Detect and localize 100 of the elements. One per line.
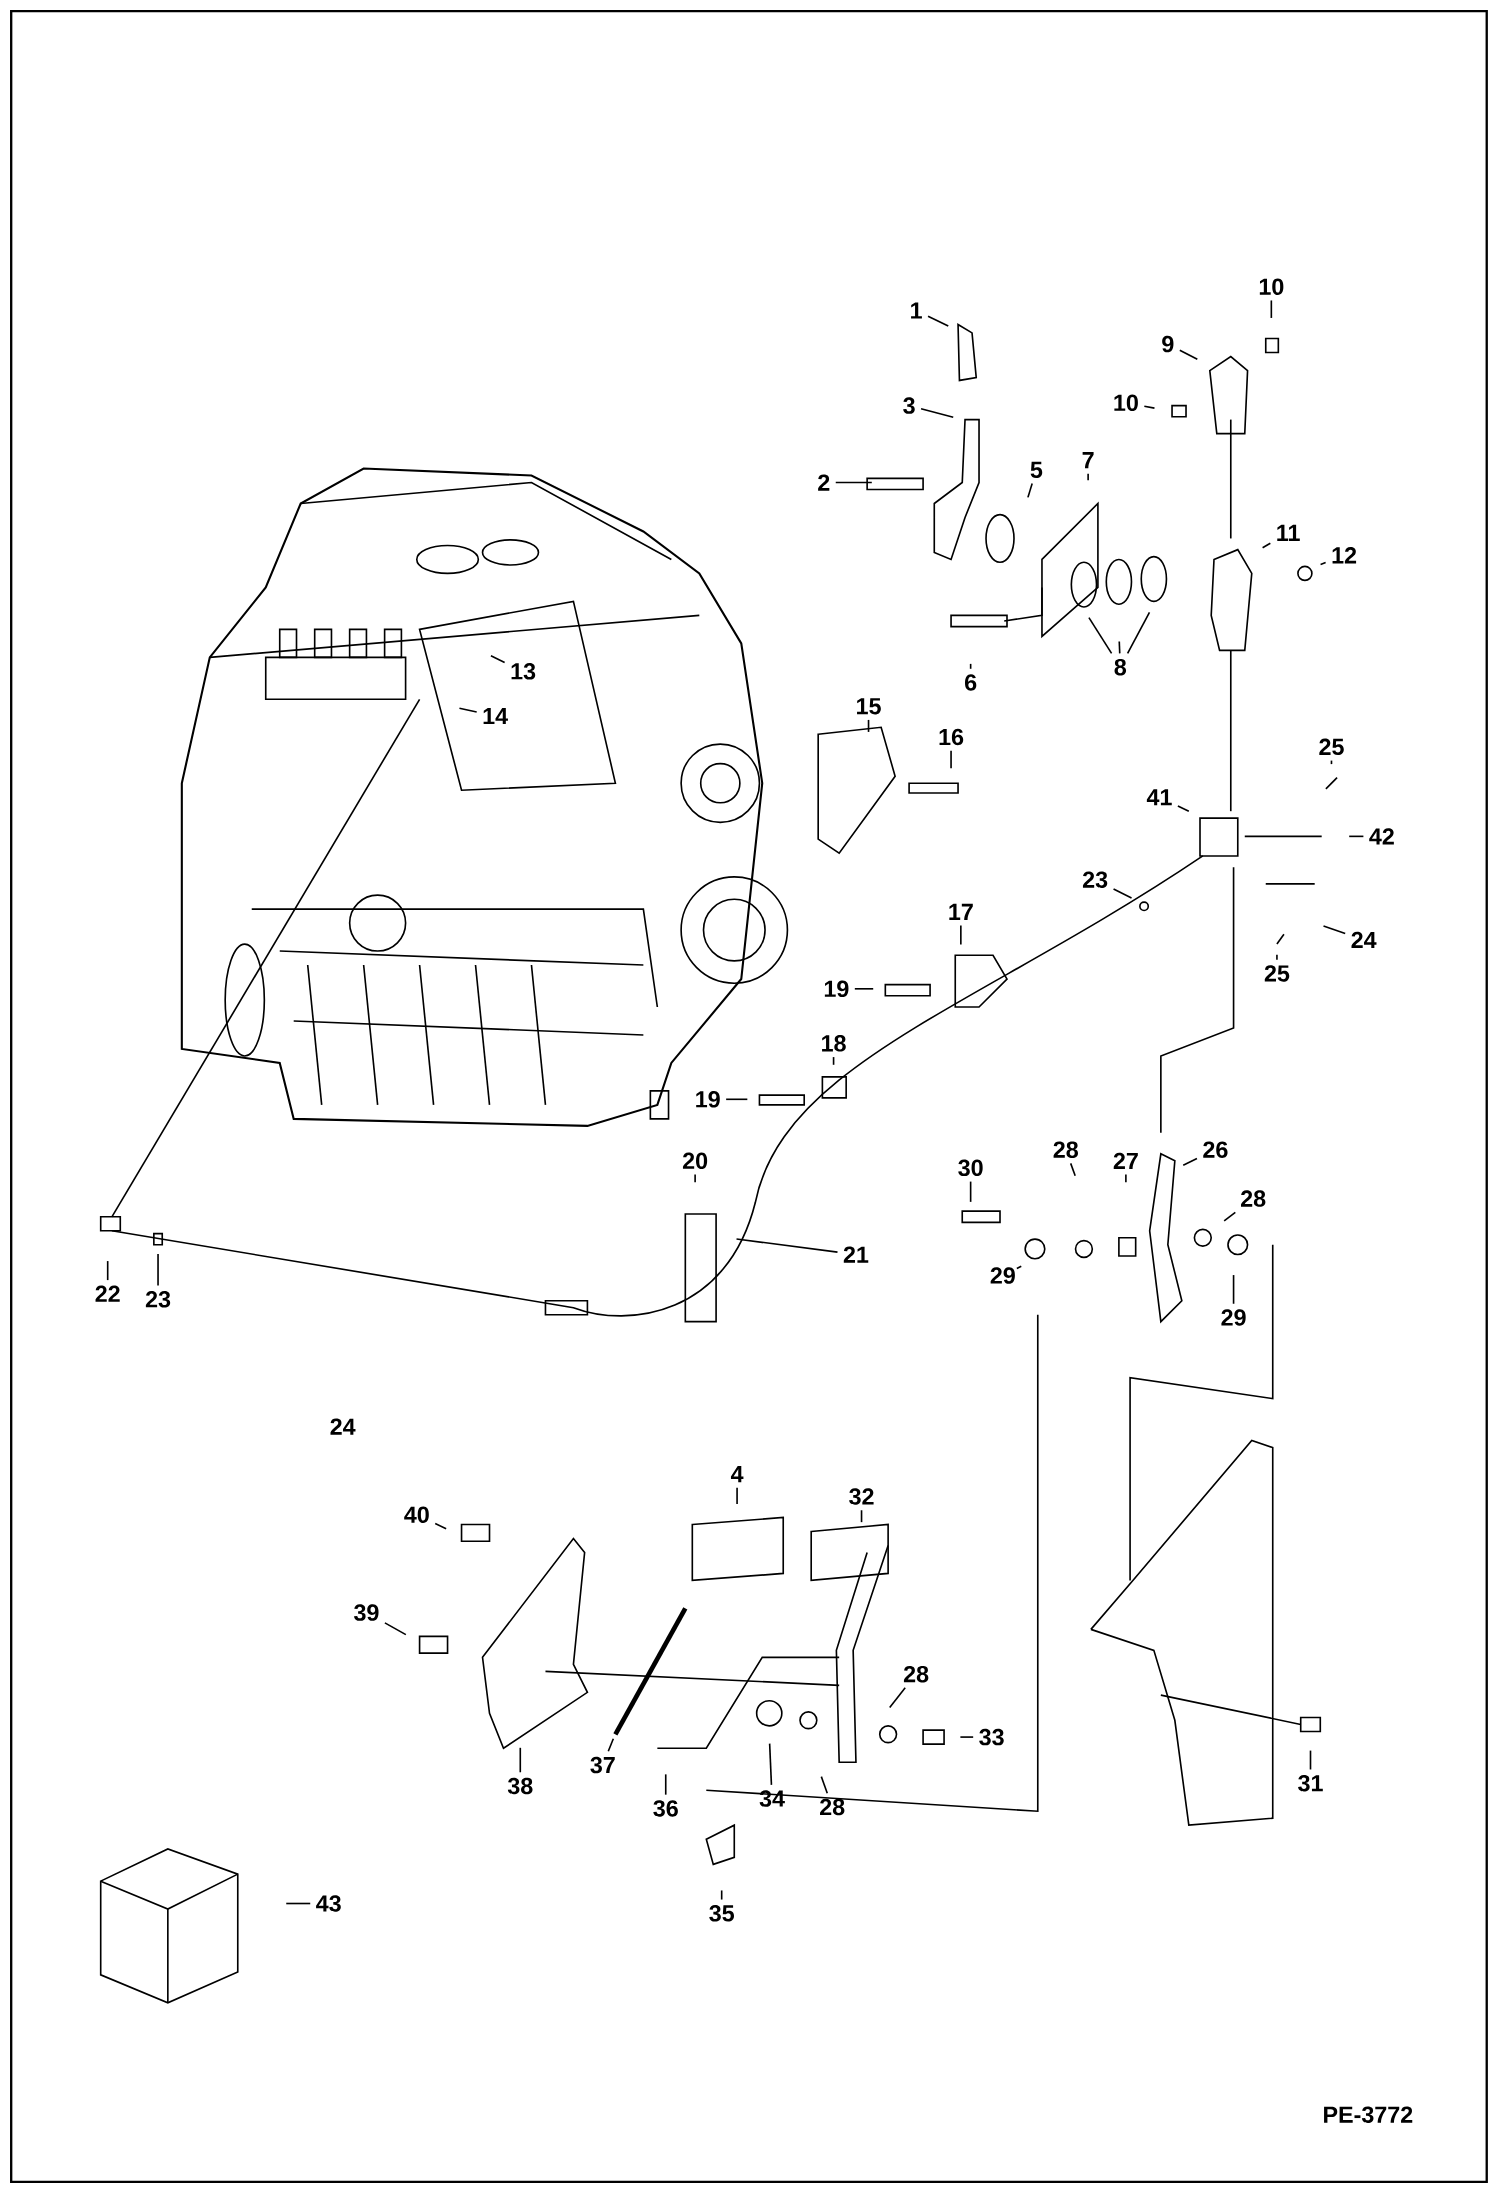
leader-line: [607, 1737, 615, 1753]
leader-line: [736, 1486, 738, 1505]
leader-line: [1118, 640, 1121, 655]
callout-number: 26: [1203, 1141, 1228, 1158]
callout-number: 12: [1332, 547, 1357, 564]
callout-number: 10: [1259, 278, 1284, 295]
callout-number: 28: [904, 1665, 929, 1683]
callout-number: 25: [1264, 965, 1290, 982]
callout-number: 23: [145, 1291, 171, 1308]
leader-line: [664, 1773, 667, 1796]
leader-line: [832, 1056, 835, 1066]
leader-line: [969, 663, 972, 670]
callout-number: 13: [511, 663, 536, 680]
leader-line: [1143, 405, 1156, 409]
leader-line: [725, 1098, 749, 1101]
callout-number: 19: [824, 980, 849, 998]
leader-line: [854, 988, 875, 990]
callout-number: 5: [1030, 461, 1043, 479]
callout-number: 28: [1053, 1141, 1079, 1158]
leader-line: [1261, 542, 1272, 549]
drawing-number: PE-3772: [1324, 2106, 1413, 2123]
callout-number: 39: [354, 1604, 379, 1621]
leader-line: [1319, 561, 1327, 566]
leader-line: [694, 1173, 696, 1184]
leader-line: [1232, 1274, 1235, 1305]
callout-number: 28: [820, 1798, 845, 1816]
callout-number: 35: [709, 1905, 735, 1922]
callout-number: 14: [483, 708, 508, 725]
leader-line: [1016, 1265, 1023, 1270]
callout-number: 29: [1221, 1309, 1246, 1326]
callout-number: 23: [1083, 871, 1108, 888]
leader-line: [106, 1260, 109, 1281]
leader-line: [888, 1687, 907, 1709]
leader-line: [1177, 805, 1190, 813]
callout-number: 40: [404, 1506, 429, 1523]
callout-number: 34: [759, 1790, 785, 1807]
callout-number: 29: [990, 1267, 1015, 1284]
callout-number: 37: [590, 1756, 615, 1774]
callout-number: 38: [507, 1777, 533, 1795]
callout-number: 36: [653, 1800, 678, 1817]
leader-line: [384, 1622, 407, 1636]
callout-number: 25: [1319, 738, 1344, 756]
leader-line: [860, 1509, 863, 1523]
callout-number: 3: [903, 397, 915, 414]
callout-number: 16: [939, 728, 964, 746]
callout-number: 15: [857, 698, 881, 715]
leader-line: [1309, 1749, 1312, 1771]
callout-number: 30: [958, 1159, 983, 1177]
leader-line: [768, 1742, 773, 1786]
leader-line: [1069, 1162, 1077, 1177]
callout-number: 10: [1114, 394, 1138, 412]
callout-number: 41: [1146, 789, 1172, 806]
leader-line: [927, 315, 950, 327]
callout-number: 28: [1241, 1190, 1266, 1207]
leader-line: [1330, 759, 1333, 765]
leader-line: [1179, 349, 1199, 361]
leader-line: [458, 707, 478, 713]
callout-number: 24: [1351, 931, 1377, 948]
callout-number: 17: [949, 903, 973, 920]
callout-number: 19: [696, 1091, 720, 1108]
leader-line: [720, 1889, 723, 1901]
leader-line: [434, 1522, 447, 1530]
leader-line: [1087, 472, 1089, 481]
leader-line: [1088, 616, 1113, 655]
callout-number: 9: [1162, 335, 1174, 353]
callout-number: 18: [822, 1035, 846, 1052]
leader-line: [1182, 1157, 1198, 1166]
leader-line: [959, 1736, 975, 1738]
leader-line: [960, 924, 962, 946]
leader-line: [1270, 299, 1273, 319]
callout-number: 22: [95, 1285, 120, 1302]
callout-number: 32: [849, 1488, 874, 1505]
callout-number: 43: [316, 1895, 341, 1912]
leader-line: [1276, 953, 1278, 961]
leader-line: [834, 481, 873, 484]
leader-line: [920, 407, 955, 419]
callout-number: 7: [1082, 452, 1094, 469]
callout-number: 20: [683, 1152, 708, 1170]
leader-line: [735, 1238, 839, 1253]
callout-number: 4: [731, 1466, 744, 1483]
leader-line: [867, 719, 870, 733]
leader-line: [820, 1775, 829, 1795]
leader-line: [1126, 611, 1151, 655]
callout-number: 42: [1369, 828, 1394, 845]
leader-line: [490, 655, 506, 664]
leader-line: [157, 1253, 159, 1287]
callout-number: 33: [979, 1728, 1004, 1746]
leader-line: [285, 1902, 312, 1905]
callout-number: 21: [843, 1246, 869, 1263]
leader-line: [1322, 925, 1347, 935]
callout-number: 6: [965, 674, 977, 691]
callout-number: 31: [1298, 1774, 1323, 1792]
leader-line: [1223, 1211, 1237, 1222]
leader-line: [950, 750, 952, 770]
callout-number: 11: [1277, 524, 1300, 541]
callout-number: 27: [1113, 1152, 1138, 1169]
leader-line: [1125, 1173, 1127, 1184]
callout-number: 1: [911, 302, 922, 319]
leader-line: [1112, 888, 1133, 899]
callout-number: 8: [1114, 658, 1127, 676]
